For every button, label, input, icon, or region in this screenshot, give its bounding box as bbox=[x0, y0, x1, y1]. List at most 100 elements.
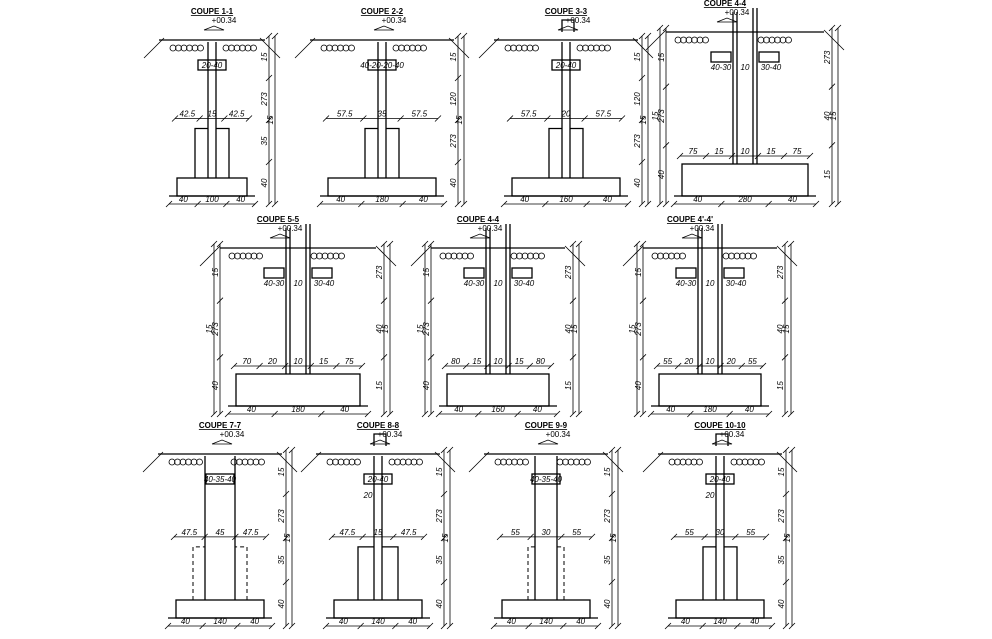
dim-tick bbox=[614, 622, 622, 630]
dimension-label: 180 bbox=[375, 195, 389, 204]
dim-tick bbox=[569, 297, 577, 304]
beam-cap-right bbox=[758, 51, 780, 63]
dim-tick bbox=[701, 533, 708, 541]
pedestal-right bbox=[216, 127, 230, 178]
dim-tick bbox=[199, 622, 206, 630]
cap-dimension: 20-40 bbox=[201, 61, 223, 70]
dim-tick bbox=[454, 158, 462, 166]
dim-tick bbox=[787, 240, 795, 248]
pipe-circle bbox=[690, 458, 698, 466]
cap-dim-right: 30-40 bbox=[514, 279, 535, 288]
vertical-dimension-label: 40 bbox=[776, 324, 785, 333]
pipe-circle bbox=[680, 36, 687, 44]
pipe-circle bbox=[674, 458, 681, 466]
ground-hatch-left bbox=[199, 245, 221, 267]
vertical-dimension-label: 273 bbox=[435, 509, 444, 524]
dim-tick bbox=[664, 622, 672, 630]
dim-tick bbox=[170, 533, 178, 541]
dim-tick bbox=[359, 533, 366, 541]
pedestal-left bbox=[702, 546, 716, 600]
pipe-circle bbox=[461, 252, 469, 260]
vertical-dimension-label: 273 bbox=[211, 322, 220, 337]
beam-cap-left bbox=[463, 267, 485, 279]
dim-tick bbox=[765, 410, 773, 418]
dim-tick bbox=[440, 622, 448, 630]
dim-tick bbox=[386, 240, 394, 248]
dimension-label: 40 bbox=[693, 195, 702, 204]
vertical-dimension-label: 15 bbox=[564, 381, 573, 390]
ground-hatch-right bbox=[823, 29, 845, 51]
pipe-circle bbox=[331, 44, 339, 52]
dim-tick bbox=[399, 200, 406, 208]
dim-tick bbox=[216, 410, 224, 418]
cap-dim-center: 10 bbox=[741, 63, 750, 72]
pipe-circle bbox=[752, 458, 760, 466]
dim-tick bbox=[526, 362, 534, 370]
ground-hatch-left bbox=[622, 245, 644, 267]
dim-tick bbox=[427, 240, 435, 248]
dim-tick bbox=[781, 240, 789, 248]
dimension-label: 40 bbox=[236, 195, 245, 204]
dim-tick bbox=[553, 410, 561, 418]
pipe-circle bbox=[510, 44, 517, 52]
pipe-circle bbox=[582, 44, 589, 52]
dimension-label: 35 bbox=[378, 110, 387, 119]
pipe-circle bbox=[728, 252, 735, 260]
dim-tick bbox=[194, 200, 201, 208]
dim-tick bbox=[732, 533, 739, 541]
dim-tick bbox=[644, 32, 652, 40]
dimension-label: 75 bbox=[793, 147, 802, 156]
pipe-circle bbox=[576, 44, 584, 52]
dimension-label: 10 bbox=[494, 357, 503, 366]
ground-hatch-left bbox=[142, 451, 164, 473]
dimension-label: 20 bbox=[267, 357, 277, 366]
section-title: COUPE 4'-4' bbox=[667, 215, 713, 224]
dim-tick bbox=[569, 410, 577, 418]
footing bbox=[235, 373, 361, 407]
dim-tick bbox=[265, 158, 273, 166]
dim-tick bbox=[322, 115, 330, 122]
vertical-dimension-label: 15 bbox=[422, 267, 431, 276]
pipe-circle bbox=[668, 252, 675, 260]
pipe-circle bbox=[327, 252, 334, 260]
pipe-circle bbox=[241, 458, 249, 466]
vertical-dimension-label: 15 bbox=[829, 111, 838, 120]
dim-tick bbox=[318, 410, 325, 418]
dim-tick bbox=[282, 578, 290, 586]
dim-tick bbox=[357, 622, 364, 630]
ground-hatch-left bbox=[300, 451, 322, 473]
dimension-label: 40 bbox=[179, 195, 188, 204]
dim-tick bbox=[500, 200, 508, 208]
pedestal-right bbox=[235, 546, 248, 600]
section-title: COUPE 5-5 bbox=[257, 215, 300, 224]
dim-tick bbox=[245, 115, 253, 122]
cap-dim-right: 30-40 bbox=[726, 279, 747, 288]
dimension-label: 30 bbox=[716, 528, 725, 537]
footing bbox=[658, 373, 762, 407]
dimension-label: 55 bbox=[511, 528, 520, 537]
pipe-circle bbox=[258, 458, 265, 466]
dim-tick bbox=[718, 200, 725, 208]
dim-tick bbox=[644, 200, 652, 208]
vertical-dimension-label: 40 bbox=[260, 178, 269, 187]
dim-tick bbox=[782, 622, 790, 630]
dim-tick bbox=[638, 74, 646, 82]
dim-tick bbox=[828, 142, 836, 149]
pipe-circle bbox=[511, 458, 518, 466]
dim-tick bbox=[427, 297, 435, 304]
pedestal-left bbox=[192, 546, 205, 600]
vertical-dimension-label: 15 bbox=[782, 324, 791, 333]
dim-tick bbox=[558, 533, 565, 541]
dim-tick bbox=[656, 200, 664, 208]
beam-cap bbox=[363, 473, 393, 485]
dim-tick bbox=[256, 362, 263, 370]
vertical-dimension-label: 273 bbox=[634, 322, 643, 337]
dim-tick bbox=[171, 115, 179, 122]
cap-dimension: 20-40 bbox=[367, 475, 389, 484]
dimension-label: 280 bbox=[737, 195, 752, 204]
dim-tick bbox=[726, 410, 733, 418]
pipe-circle bbox=[515, 44, 523, 52]
